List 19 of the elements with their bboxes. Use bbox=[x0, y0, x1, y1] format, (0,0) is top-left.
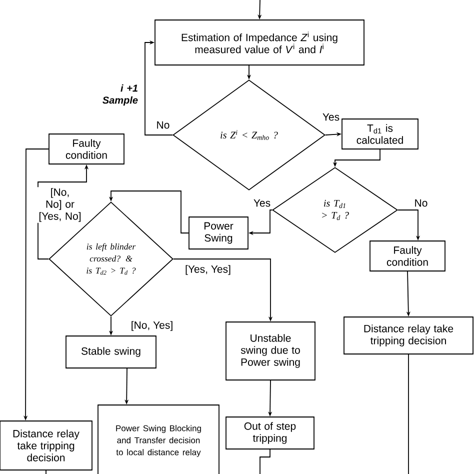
process-box: Unstable swing due to Power swing bbox=[226, 322, 316, 380]
process-box: Power Swing Blocking and Transfer decision to local distance relay bbox=[98, 404, 220, 474]
edge-label: [No, Yes] bbox=[130, 320, 174, 332]
process-box: Distance relay take tripping decision bbox=[0, 420, 92, 470]
process-box: Out of step tripping bbox=[226, 416, 314, 450]
process-box: Distance relay take tripping decision bbox=[344, 316, 474, 354]
arrow bbox=[144, 40, 173, 136]
process-box: Faulty condition bbox=[370, 240, 446, 272]
edge-label: [Yes, Yes] bbox=[184, 264, 232, 276]
process-box: Power Swing bbox=[188, 216, 248, 250]
process-box: T$_{d1}$ is calculated bbox=[342, 118, 418, 150]
edge-label: Yes bbox=[252, 198, 272, 208]
process-box: Stable swing bbox=[66, 336, 156, 368]
edge-label: No bbox=[413, 198, 429, 208]
process-box: Estimation of Impedance Z$^{i}$ using measured value of V$^{i}$ and I$^{i}$ bbox=[154, 20, 364, 66]
edge-label: No bbox=[155, 120, 171, 130]
annotation: i +1 Sample bbox=[102, 84, 138, 106]
process-box: Faulty condition bbox=[48, 134, 124, 164]
edge-label: [No, No] or [Yes, No] bbox=[36, 187, 84, 223]
